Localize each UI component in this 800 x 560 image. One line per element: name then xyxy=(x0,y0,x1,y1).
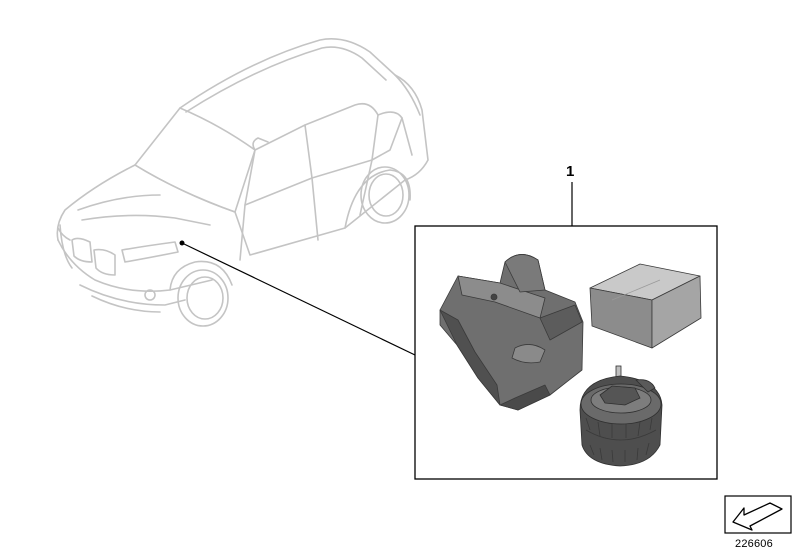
vehicle-outline xyxy=(56,38,429,327)
arrow-back-icon[interactable] xyxy=(724,495,792,534)
callout-number[interactable]: 1 xyxy=(566,163,575,180)
diagram-id: 226606 xyxy=(735,538,773,550)
bracket-housing xyxy=(439,254,584,411)
leader-line xyxy=(181,242,416,356)
module-box xyxy=(589,263,702,349)
round-actuator xyxy=(579,365,663,467)
